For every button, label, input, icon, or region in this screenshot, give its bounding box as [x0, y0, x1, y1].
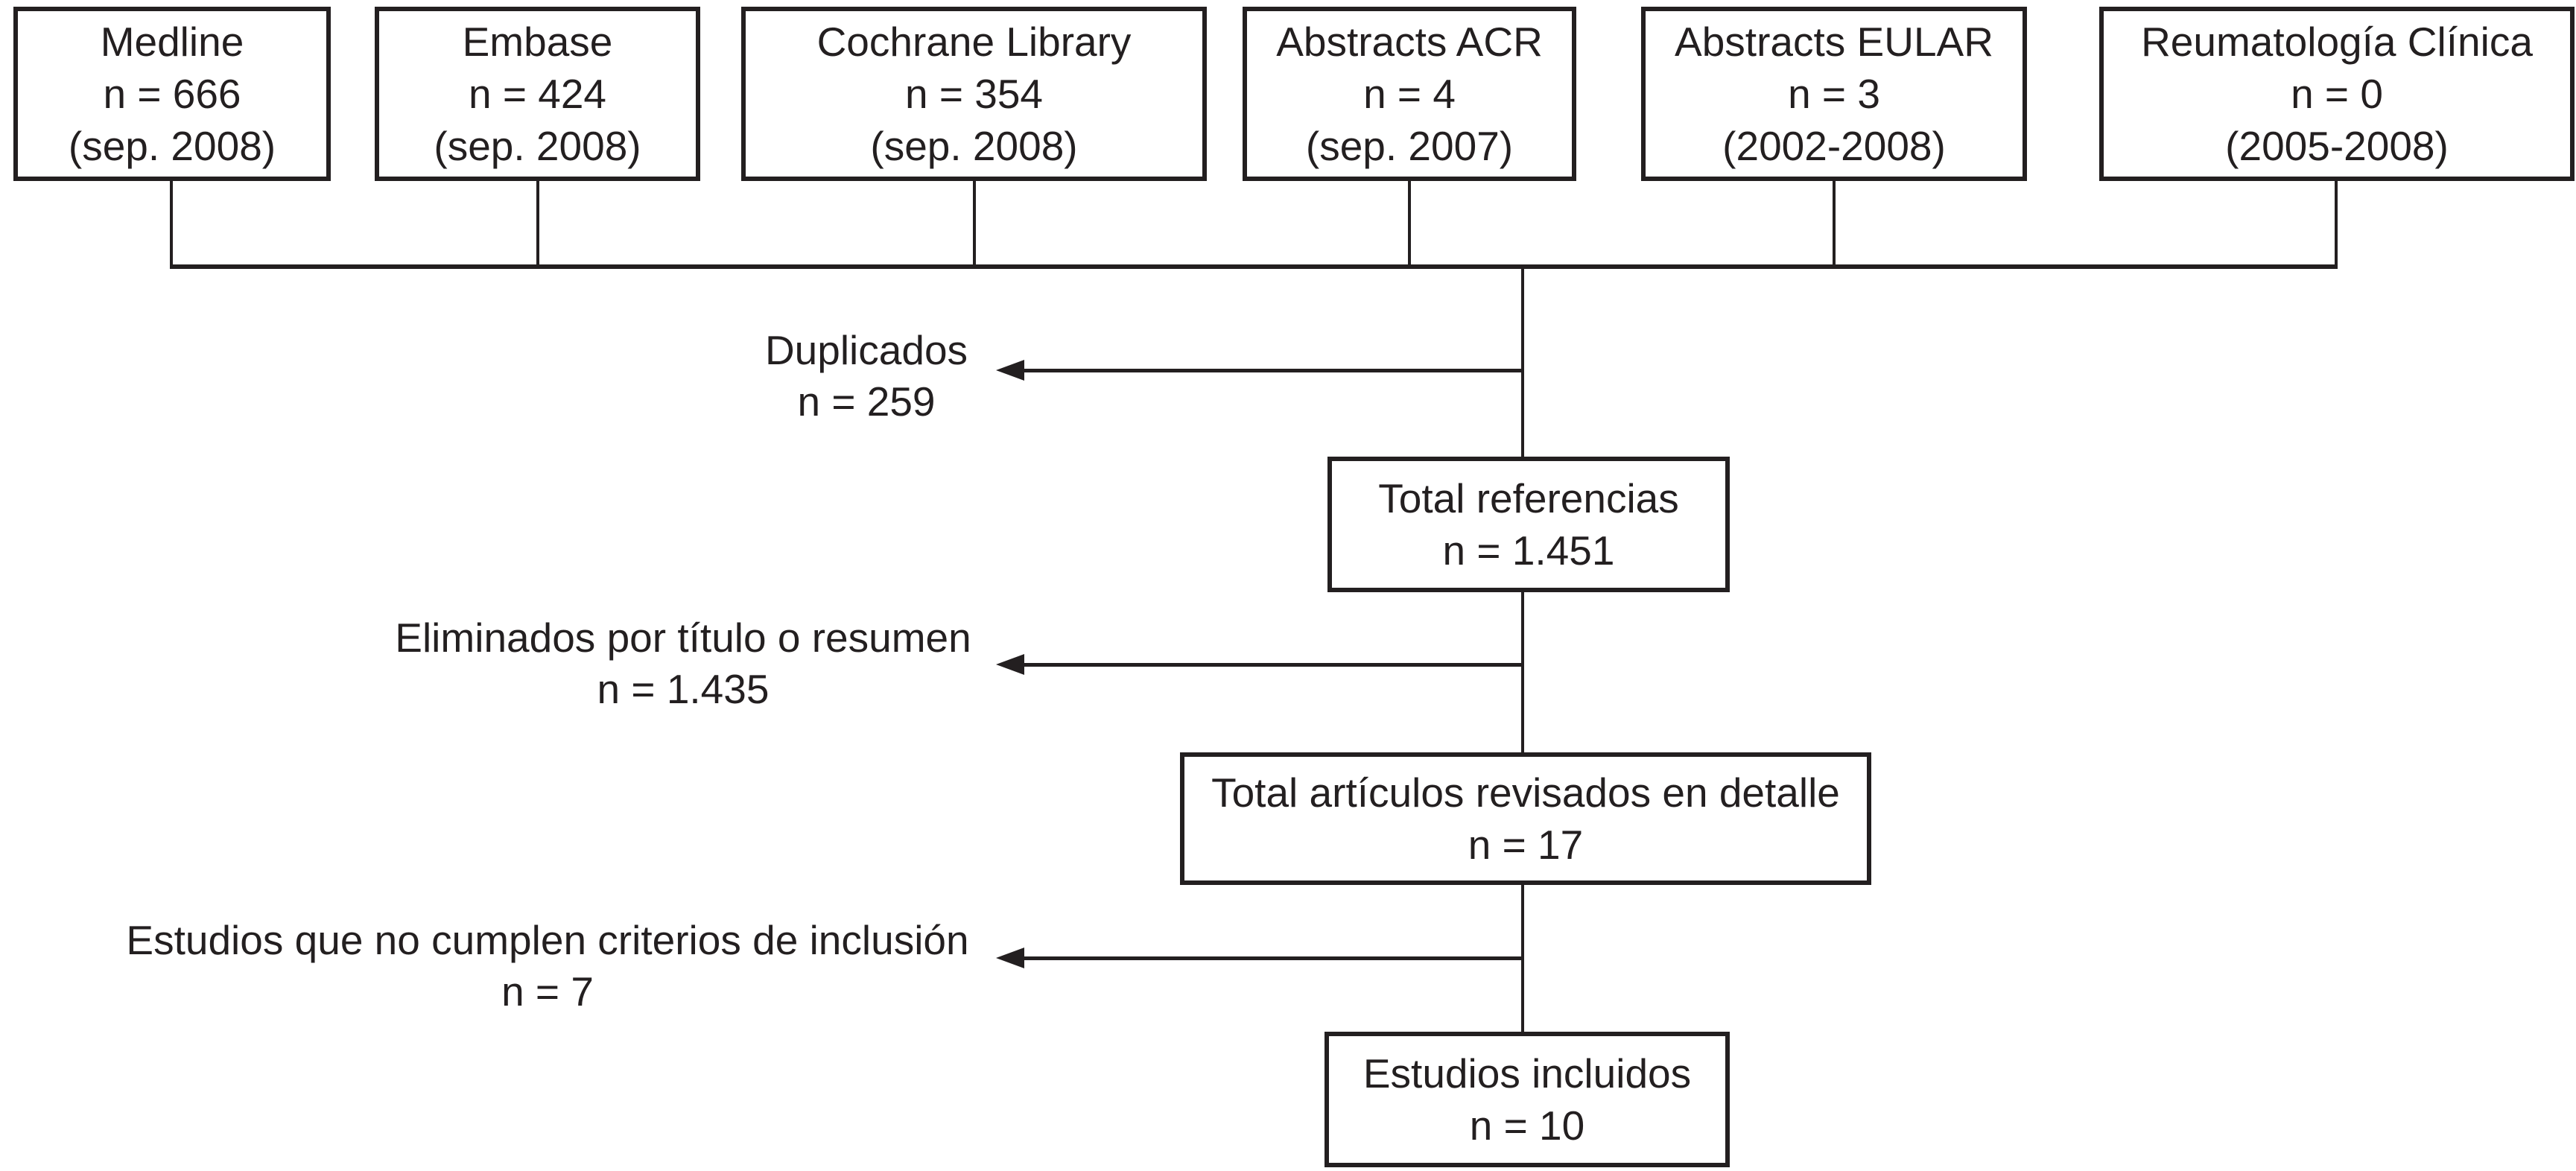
arrow-shaft-duplicados	[1013, 369, 1523, 372]
connector-line	[973, 181, 976, 267]
source-count: n = 424	[468, 71, 607, 117]
connector-line	[1408, 181, 1411, 267]
connector-line	[1521, 590, 1524, 755]
stage-label: Total artículos revisados en detalle	[1211, 769, 1840, 816]
connector-line	[1833, 181, 1836, 267]
source-period: (sep. 2008)	[434, 123, 641, 169]
exclusion-text: Duplicados	[764, 327, 968, 373]
connector-line	[2335, 181, 2338, 267]
source-period: (sep. 2008)	[68, 123, 276, 169]
stage-label: Total referencias	[1378, 475, 1679, 521]
arrow-left-icon	[996, 948, 1024, 968]
connector-line	[536, 181, 539, 267]
connector-line	[170, 181, 173, 267]
stage-count: n = 17	[1468, 822, 1584, 868]
source-period: (sep. 2007)	[1305, 123, 1514, 169]
source-name: Medline	[100, 19, 244, 65]
source-name: Abstracts EULAR	[1675, 19, 1993, 65]
stage-box-total-referencias: Total referencias n = 1.451	[1327, 457, 1730, 592]
source-period: (2005-2008)	[2225, 123, 2449, 169]
stage-count: n = 1.451	[1442, 527, 1615, 574]
source-box-abstracts-eular: Abstracts EULAR n = 3 (2002-2008)	[1641, 7, 2027, 181]
source-name: Reumatología Clínica	[2141, 19, 2533, 65]
arrow-shaft-eliminados	[1013, 663, 1523, 667]
exclusion-count: n = 7	[501, 968, 594, 1015]
collector-line	[170, 264, 2338, 269]
source-name: Cochrane Library	[816, 19, 1132, 65]
source-name: Abstracts ACR	[1276, 19, 1543, 65]
stage-box-estudios-incluidos: Estudios incluidos n = 10	[1325, 1032, 1730, 1167]
source-count: n = 666	[103, 71, 241, 117]
source-count: n = 0	[2291, 71, 2383, 117]
source-period: (sep. 2008)	[870, 123, 1078, 169]
exclusion-label-duplicados: Duplicados n = 259	[643, 325, 1090, 428]
source-count: n = 354	[904, 71, 1044, 117]
exclusion-text: Eliminados por título o resumen	[395, 615, 971, 661]
source-box-abstracts-acr: Abstracts ACR n = 4 (sep. 2007)	[1243, 7, 1576, 181]
source-count: n = 4	[1363, 71, 1456, 117]
stage-count: n = 10	[1469, 1102, 1585, 1149]
arrow-shaft-no-cumplen	[1013, 956, 1523, 960]
source-box-reumatologia-clinica: Reumatología Clínica n = 0 (2005-2008)	[2099, 7, 2575, 181]
source-box-medline: Medline n = 666 (sep. 2008)	[13, 7, 331, 181]
connector-line	[1521, 883, 1524, 1035]
stage-label: Estudios incluidos	[1362, 1050, 1692, 1097]
exclusion-label-no-cumplen-criterios: Estudios que no cumplen criterios de inc…	[63, 915, 1032, 1018]
source-count: n = 3	[1788, 71, 1880, 117]
arrow-left-icon	[996, 654, 1024, 675]
arrow-left-icon	[996, 360, 1024, 381]
source-box-embase: Embase n = 424 (sep. 2008)	[375, 7, 700, 181]
exclusion-count: n = 259	[797, 378, 936, 425]
exclusion-text: Estudios que no cumplen criterios de inc…	[126, 917, 969, 963]
stage-box-total-articulos-revisados: Total artículos revisados en detalle n =…	[1180, 752, 1871, 885]
source-name: Embase	[462, 19, 613, 65]
source-box-cochrane-library: Cochrane Library n = 354 (sep. 2008)	[741, 7, 1207, 181]
connector-line	[1521, 267, 1524, 459]
exclusion-count: n = 1.435	[597, 666, 770, 712]
exclusion-label-eliminados-por-titulo: Eliminados por título o resumen n = 1.43…	[348, 612, 1018, 715]
source-period: (2002-2008)	[1722, 123, 1946, 169]
